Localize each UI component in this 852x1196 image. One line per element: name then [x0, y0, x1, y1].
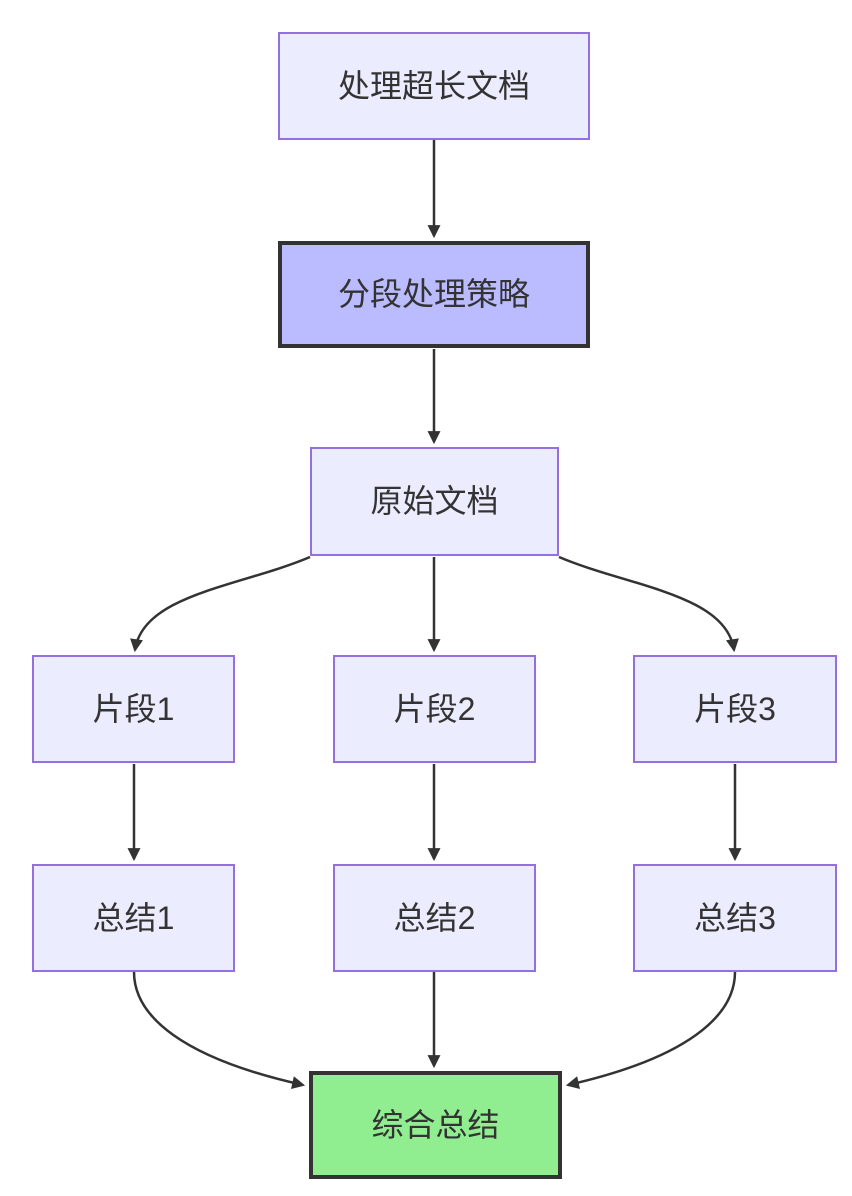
- node-label: 分段处理策略: [337, 276, 530, 313]
- node-fragment-1: 片段1: [32, 655, 235, 763]
- node-label: 处理超长文档: [337, 67, 530, 104]
- node-label: 原始文档: [370, 483, 499, 520]
- edge-doc-frag3: [558, 555, 739, 653]
- node-label: 总结1: [92, 899, 175, 936]
- node-label: 总结3: [694, 899, 776, 936]
- node-summary-1: 总结1: [32, 864, 235, 972]
- node-summary-3: 总结3: [633, 864, 837, 972]
- node-input-document: 处理超长文档: [278, 32, 590, 140]
- node-fragment-2: 片段2: [333, 655, 536, 763]
- edge-doc-frag1: [130, 555, 311, 653]
- node-fragment-3: 片段3: [633, 655, 837, 763]
- node-label: 总结2: [393, 899, 476, 936]
- node-label: 综合总结: [371, 1106, 500, 1143]
- node-segmentation-strategy: 分段处理策略: [278, 241, 590, 348]
- node-label: 片段3: [694, 690, 776, 727]
- node-summary-2: 总结2: [333, 864, 536, 972]
- node-original-document: 原始文档: [310, 447, 559, 556]
- edge-sum3-final: [565, 971, 737, 1089]
- node-label: 片段1: [92, 690, 175, 727]
- node-label: 片段2: [393, 690, 476, 727]
- edge-sum1-final: [132, 971, 306, 1089]
- node-final-summary: 综合总结: [309, 1071, 562, 1179]
